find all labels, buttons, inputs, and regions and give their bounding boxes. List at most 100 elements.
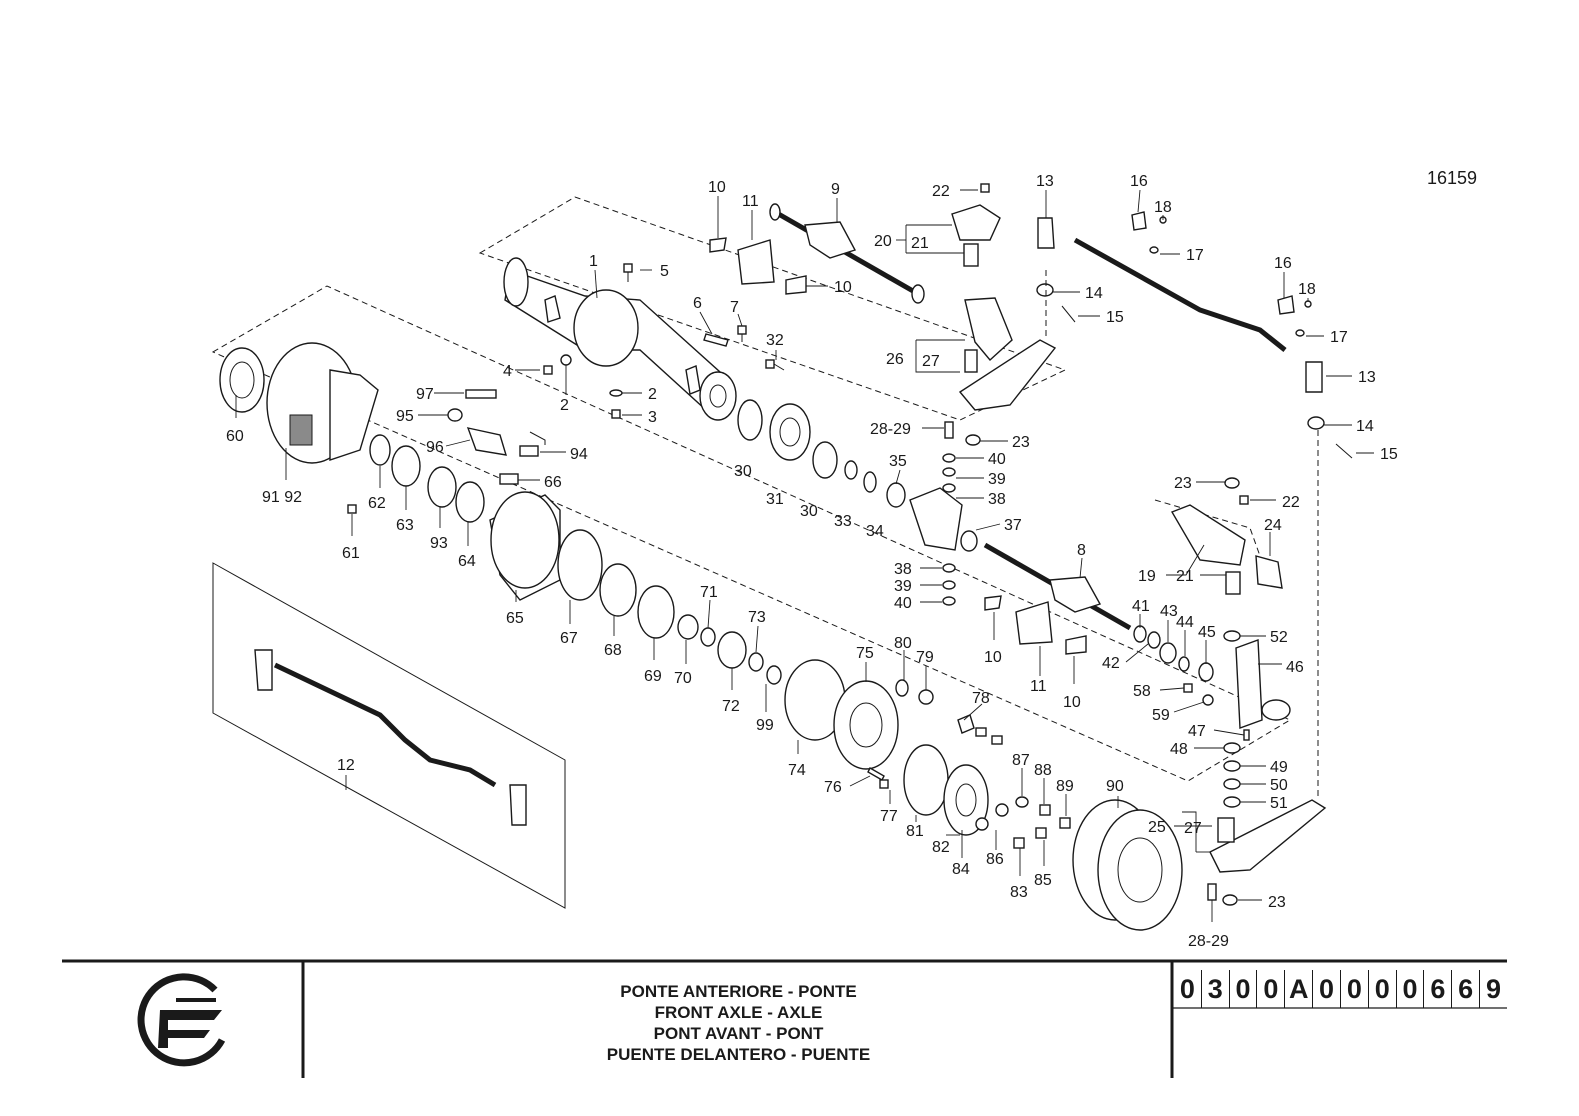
callout-13: 13 bbox=[1358, 369, 1376, 386]
callout-23: 23 bbox=[1174, 475, 1192, 492]
callout-14: 14 bbox=[1085, 285, 1103, 302]
king-pin-washers bbox=[942, 421, 981, 606]
callout-47: 47 bbox=[1188, 723, 1206, 740]
callout-86: 86 bbox=[986, 851, 1004, 868]
callout-38: 38 bbox=[988, 491, 1006, 508]
callout-22: 22 bbox=[932, 183, 950, 200]
callout-81: 81 bbox=[906, 823, 924, 840]
leader-lines bbox=[235, 189, 1374, 922]
callout-30: 30 bbox=[734, 463, 752, 480]
callout-72: 72 bbox=[722, 698, 740, 715]
callout-22: 22 bbox=[1282, 494, 1300, 511]
steering-knuckle bbox=[1183, 630, 1291, 808]
callout-13: 13 bbox=[1036, 173, 1054, 190]
axle-housing-group-outline bbox=[478, 196, 1067, 421]
callout-38: 38 bbox=[894, 561, 912, 578]
callout-65: 65 bbox=[506, 610, 524, 627]
callout-51: 51 bbox=[1270, 795, 1288, 812]
drive-shaft-lower bbox=[983, 542, 1190, 672]
code-digit: 0 bbox=[1369, 970, 1397, 1008]
callout-95: 95 bbox=[396, 408, 414, 425]
callout-49: 49 bbox=[1270, 759, 1288, 776]
wheel-bearing-rings bbox=[369, 434, 485, 523]
callout-64: 64 bbox=[458, 553, 476, 570]
code-digit: 0 bbox=[1230, 970, 1258, 1008]
universal-joints bbox=[709, 237, 1087, 655]
code-digit: 6 bbox=[1452, 970, 1481, 1008]
callout-77: 77 bbox=[880, 808, 898, 825]
callout-11: 11 bbox=[742, 193, 759, 210]
callout-67: 67 bbox=[560, 630, 578, 647]
callout-48: 48 bbox=[1170, 741, 1188, 758]
drawing-code: 0 3 0 0 A 0 0 0 0 6 6 9 bbox=[1174, 970, 1507, 1008]
callout-2: 2 bbox=[648, 386, 657, 403]
callout-8: 8 bbox=[1077, 542, 1086, 559]
code-digit: 3 bbox=[1202, 970, 1230, 1008]
callout-12: 12 bbox=[337, 757, 355, 774]
callout-91-92: 91 92 bbox=[262, 489, 302, 506]
callout-46: 46 bbox=[1286, 659, 1304, 676]
callout-21: 21 bbox=[911, 235, 929, 252]
callout-73: 73 bbox=[748, 609, 766, 626]
code-digit: 9 bbox=[1486, 974, 1502, 1004]
callout-17: 17 bbox=[1186, 247, 1204, 264]
callout-27: 27 bbox=[922, 353, 940, 370]
callout-27: 27 bbox=[1184, 820, 1202, 837]
callout-6: 6 bbox=[693, 295, 702, 312]
callout-16: 16 bbox=[1130, 173, 1148, 190]
callout-58: 58 bbox=[1133, 683, 1151, 700]
callout-10: 10 bbox=[984, 649, 1002, 666]
callout-50: 50 bbox=[1270, 777, 1288, 794]
tie-rod-assembly bbox=[254, 649, 527, 826]
callout-24: 24 bbox=[1264, 517, 1282, 534]
callout-4: 4 bbox=[503, 363, 512, 380]
callout-85: 85 bbox=[1034, 872, 1052, 889]
callout-30: 30 bbox=[800, 503, 818, 520]
callout-70: 70 bbox=[674, 670, 692, 687]
callout-15: 15 bbox=[1380, 446, 1398, 463]
callout-71: 71 bbox=[700, 584, 718, 601]
callout-63: 63 bbox=[396, 517, 414, 534]
callout-61: 61 bbox=[342, 545, 360, 562]
callout-7: 7 bbox=[730, 299, 739, 316]
callout-21: 21 bbox=[1176, 568, 1194, 585]
callout-10: 10 bbox=[834, 279, 852, 296]
callout-43: 43 bbox=[1160, 603, 1178, 620]
brake-drum bbox=[1072, 799, 1183, 931]
callout-2: 2 bbox=[560, 397, 569, 414]
callout-18: 18 bbox=[1298, 281, 1316, 298]
title-line-french: PONT AVANT - PONT bbox=[653, 1024, 824, 1043]
callout-52: 52 bbox=[1270, 629, 1288, 646]
wheel-hub bbox=[489, 491, 603, 601]
callout-16: 16 bbox=[1274, 255, 1292, 272]
drawing-number: 16159 bbox=[1427, 168, 1477, 188]
callout-40: 40 bbox=[988, 451, 1006, 468]
callout-23: 23 bbox=[1012, 434, 1030, 451]
callout-34: 34 bbox=[866, 523, 884, 540]
callout-44: 44 bbox=[1176, 614, 1194, 631]
code-digit: 0 bbox=[1257, 970, 1286, 1008]
callout-33: 33 bbox=[834, 513, 852, 530]
brake-adjuster bbox=[347, 389, 546, 514]
code-digit: 0 bbox=[1341, 970, 1369, 1008]
callout-45: 45 bbox=[1198, 624, 1216, 641]
callout-59: 59 bbox=[1152, 707, 1170, 724]
axle-housing bbox=[503, 257, 737, 421]
steering-block-upper bbox=[951, 183, 1001, 267]
callout-14: 14 bbox=[1356, 418, 1374, 435]
tie-rod-inset-frame bbox=[212, 562, 566, 909]
callout-87: 87 bbox=[1012, 752, 1030, 769]
code-digit: 0 bbox=[1313, 970, 1341, 1008]
drive-shaft-upper bbox=[769, 203, 925, 304]
callout-35: 35 bbox=[889, 453, 907, 470]
steering-arm-bottom bbox=[1207, 799, 1327, 906]
callout-76: 76 bbox=[824, 779, 842, 796]
manufacturer-logo-icon bbox=[137, 973, 226, 1067]
callout-82: 82 bbox=[932, 839, 950, 856]
callout-10: 10 bbox=[1063, 694, 1081, 711]
callout-62: 62 bbox=[368, 495, 386, 512]
callout-84: 84 bbox=[952, 861, 970, 878]
callout-20: 20 bbox=[874, 233, 892, 250]
ring-gear-and-carrier bbox=[784, 659, 899, 770]
wheel-flanges bbox=[903, 744, 989, 836]
